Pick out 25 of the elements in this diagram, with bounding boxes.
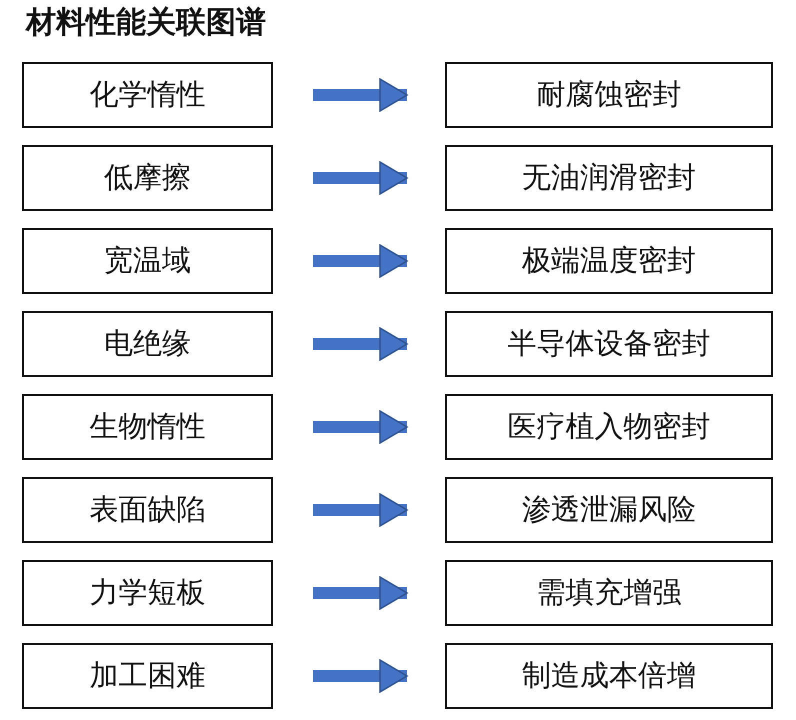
text-box: 力学短板 (22, 560, 273, 626)
text-box: 需填充增强 (445, 560, 773, 626)
arrow (313, 327, 408, 361)
arrow (313, 244, 408, 278)
text-box: 制造成本倍增 (445, 643, 773, 709)
text-box: 化学惰性 (22, 62, 273, 128)
text-box: 耐腐蚀密封 (445, 62, 773, 128)
text-box: 渗透泄漏风险 (445, 477, 773, 543)
arrow (313, 493, 408, 527)
title: 材料性能关联图谱 (26, 4, 266, 42)
arrow (313, 410, 408, 444)
text-box: 低摩擦 (22, 145, 273, 211)
arrow (313, 659, 408, 693)
text-box: 半导体设备密封 (445, 311, 773, 377)
text-box: 医疗植入物密封 (445, 394, 773, 460)
text-box: 电绝缘 (22, 311, 273, 377)
text-box: 无油润滑密封 (445, 145, 773, 211)
text-box: 极端温度密封 (445, 228, 773, 294)
arrow (313, 576, 408, 610)
arrow (313, 78, 408, 112)
text-box: 宽温域 (22, 228, 273, 294)
text-box: 加工困难 (22, 643, 273, 709)
text-box: 生物惰性 (22, 394, 273, 460)
arrow (313, 161, 408, 195)
text-box: 表面缺陷 (22, 477, 273, 543)
